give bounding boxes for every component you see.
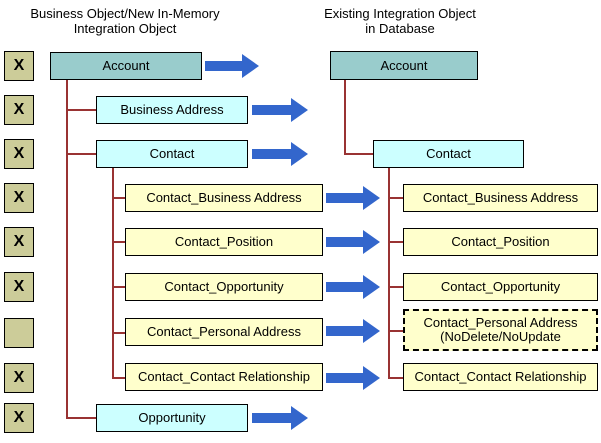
flow-arrow-icon xyxy=(326,319,380,343)
left-branch-contact-business-address xyxy=(112,197,125,199)
left-node-contact-contact-relationship: Contact_Contact Relationship xyxy=(125,363,323,391)
right-node-contact-position: Contact_Position xyxy=(403,228,598,256)
right-branch-contact-position xyxy=(388,241,403,243)
left-node-contact-business-address: Contact_Business Address xyxy=(125,184,323,212)
flow-arrow-icon xyxy=(326,366,380,390)
flow-arrow-icon xyxy=(252,98,308,122)
right-branch-contact-business-address xyxy=(388,197,403,199)
x-marker: X xyxy=(4,272,34,302)
left-branch-business-address xyxy=(66,109,96,111)
flow-arrow-icon xyxy=(326,275,380,299)
right-account-connector xyxy=(344,80,346,155)
left-node-opportunity: Opportunity xyxy=(96,404,248,432)
left-account-connector xyxy=(66,80,68,419)
flow-arrow-icon xyxy=(252,406,308,430)
left-branch-contact-position xyxy=(112,241,125,243)
x-marker: X xyxy=(4,227,34,257)
right-branch-contact xyxy=(344,153,373,155)
flow-arrow-icon xyxy=(326,186,380,210)
x-marker: X xyxy=(4,139,34,169)
left-node-contact-position: Contact_Position xyxy=(125,228,323,256)
right-contact-connector xyxy=(388,168,390,379)
flow-arrow-icon xyxy=(205,54,259,78)
flow-arrow-icon xyxy=(326,230,380,254)
left-column-header: Business Object/New In-Memory Integratio… xyxy=(30,6,220,36)
left-branch-contact xyxy=(66,153,96,155)
x-marker-empty xyxy=(4,318,34,348)
flow-arrow-icon xyxy=(252,142,308,166)
left-contact-connector xyxy=(112,168,114,379)
left-node-contact-personal-address: Contact_Personal Address xyxy=(125,318,323,346)
right-node-contact-personal-address-nodelete-noupdate: Contact_Personal Address (NoDelete/NoUpd… xyxy=(403,309,598,351)
left-node-contact-opportunity: Contact_Opportunity xyxy=(125,273,323,301)
right-node-contact-business-address: Contact_Business Address xyxy=(403,184,598,212)
right-branch-contact-opportunity xyxy=(388,286,403,288)
x-marker: X xyxy=(4,363,34,393)
x-marker: X xyxy=(4,403,34,433)
left-node-account: Account xyxy=(50,52,202,80)
x-marker: X xyxy=(4,51,34,81)
right-branch-contact-personal-address xyxy=(388,330,403,332)
left-branch-opportunity xyxy=(66,417,96,419)
left-branch-contact-personal-address xyxy=(112,332,125,334)
left-branch-contact-contact-relationship xyxy=(112,377,125,379)
right-node-contact: Contact xyxy=(373,140,524,168)
right-node-contact-contact-relationship: Contact_Contact Relationship xyxy=(403,363,598,391)
left-node-contact: Contact xyxy=(96,140,248,168)
left-node-business-address: Business Address xyxy=(96,96,248,124)
right-column-header: Existing Integration Object in Database xyxy=(324,6,476,36)
x-marker: X xyxy=(4,183,34,213)
x-marker: X xyxy=(4,95,34,125)
right-node-account: Account xyxy=(330,51,478,80)
right-node-contact-opportunity: Contact_Opportunity xyxy=(403,273,598,301)
left-branch-contact-opportunity xyxy=(112,286,125,288)
right-branch-contact-contact-relationship xyxy=(388,377,403,379)
